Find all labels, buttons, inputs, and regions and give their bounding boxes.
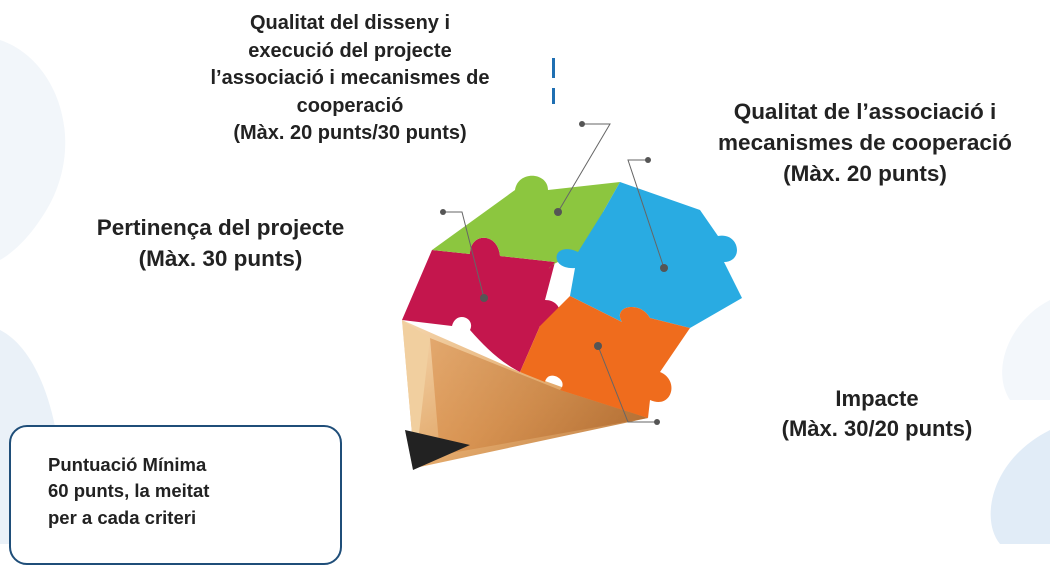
- label-line: execució del projecte: [248, 39, 452, 62]
- label-line: Qualitat de l’associació i: [733, 99, 997, 124]
- label-relevance: Pertinença del projecte (Màx. 30 punts): [58, 212, 383, 274]
- puzzle-pencil-graphic: [402, 121, 742, 470]
- callout-lines: [443, 123, 665, 423]
- puzzle-piece-orange: [520, 296, 690, 418]
- label-line: Impacte: [835, 386, 919, 411]
- label-partnership-quality: Qualitat de l’associació i mecanismes de…: [680, 96, 1050, 189]
- minimum-score-line: 60 punts, la meitat: [48, 480, 210, 502]
- pencil-cone: [402, 320, 648, 468]
- label-line: (Màx. 20 punts/30 punts): [233, 122, 467, 145]
- callout-dots: [440, 121, 668, 425]
- label-line: mecanismes de cooperació: [718, 130, 1012, 156]
- minimum-score-text: Puntuació Mínima 60 punts, la meitat per…: [48, 452, 209, 531]
- label-line: Qualitat del disseny i: [249, 12, 451, 34]
- label-line: (Màx. 20 punts): [783, 161, 947, 187]
- puzzle-piece-red: [402, 237, 561, 372]
- minimum-score-line: Puntuació Mínima: [48, 454, 207, 475]
- label-line: cooperació: [296, 94, 404, 117]
- pencil-tip-icon: [405, 430, 470, 470]
- puzzle-piece-blue: [556, 182, 742, 328]
- minimum-score-line: per a cada criteri: [48, 506, 197, 528]
- label-line: (Màx. 30/20 punts): [781, 416, 973, 442]
- label-impact: Impacte (Màx. 30/20 punts): [722, 384, 1032, 445]
- puzzle-piece-green: [432, 175, 620, 269]
- label-design-quality: Qualitat del disseny i execució del proj…: [160, 10, 540, 148]
- label-line: (Màx. 30 punts): [138, 246, 303, 272]
- label-line: l’associació i mecanismes de: [210, 67, 490, 90]
- label-line: Pertinença del projecte: [96, 215, 345, 240]
